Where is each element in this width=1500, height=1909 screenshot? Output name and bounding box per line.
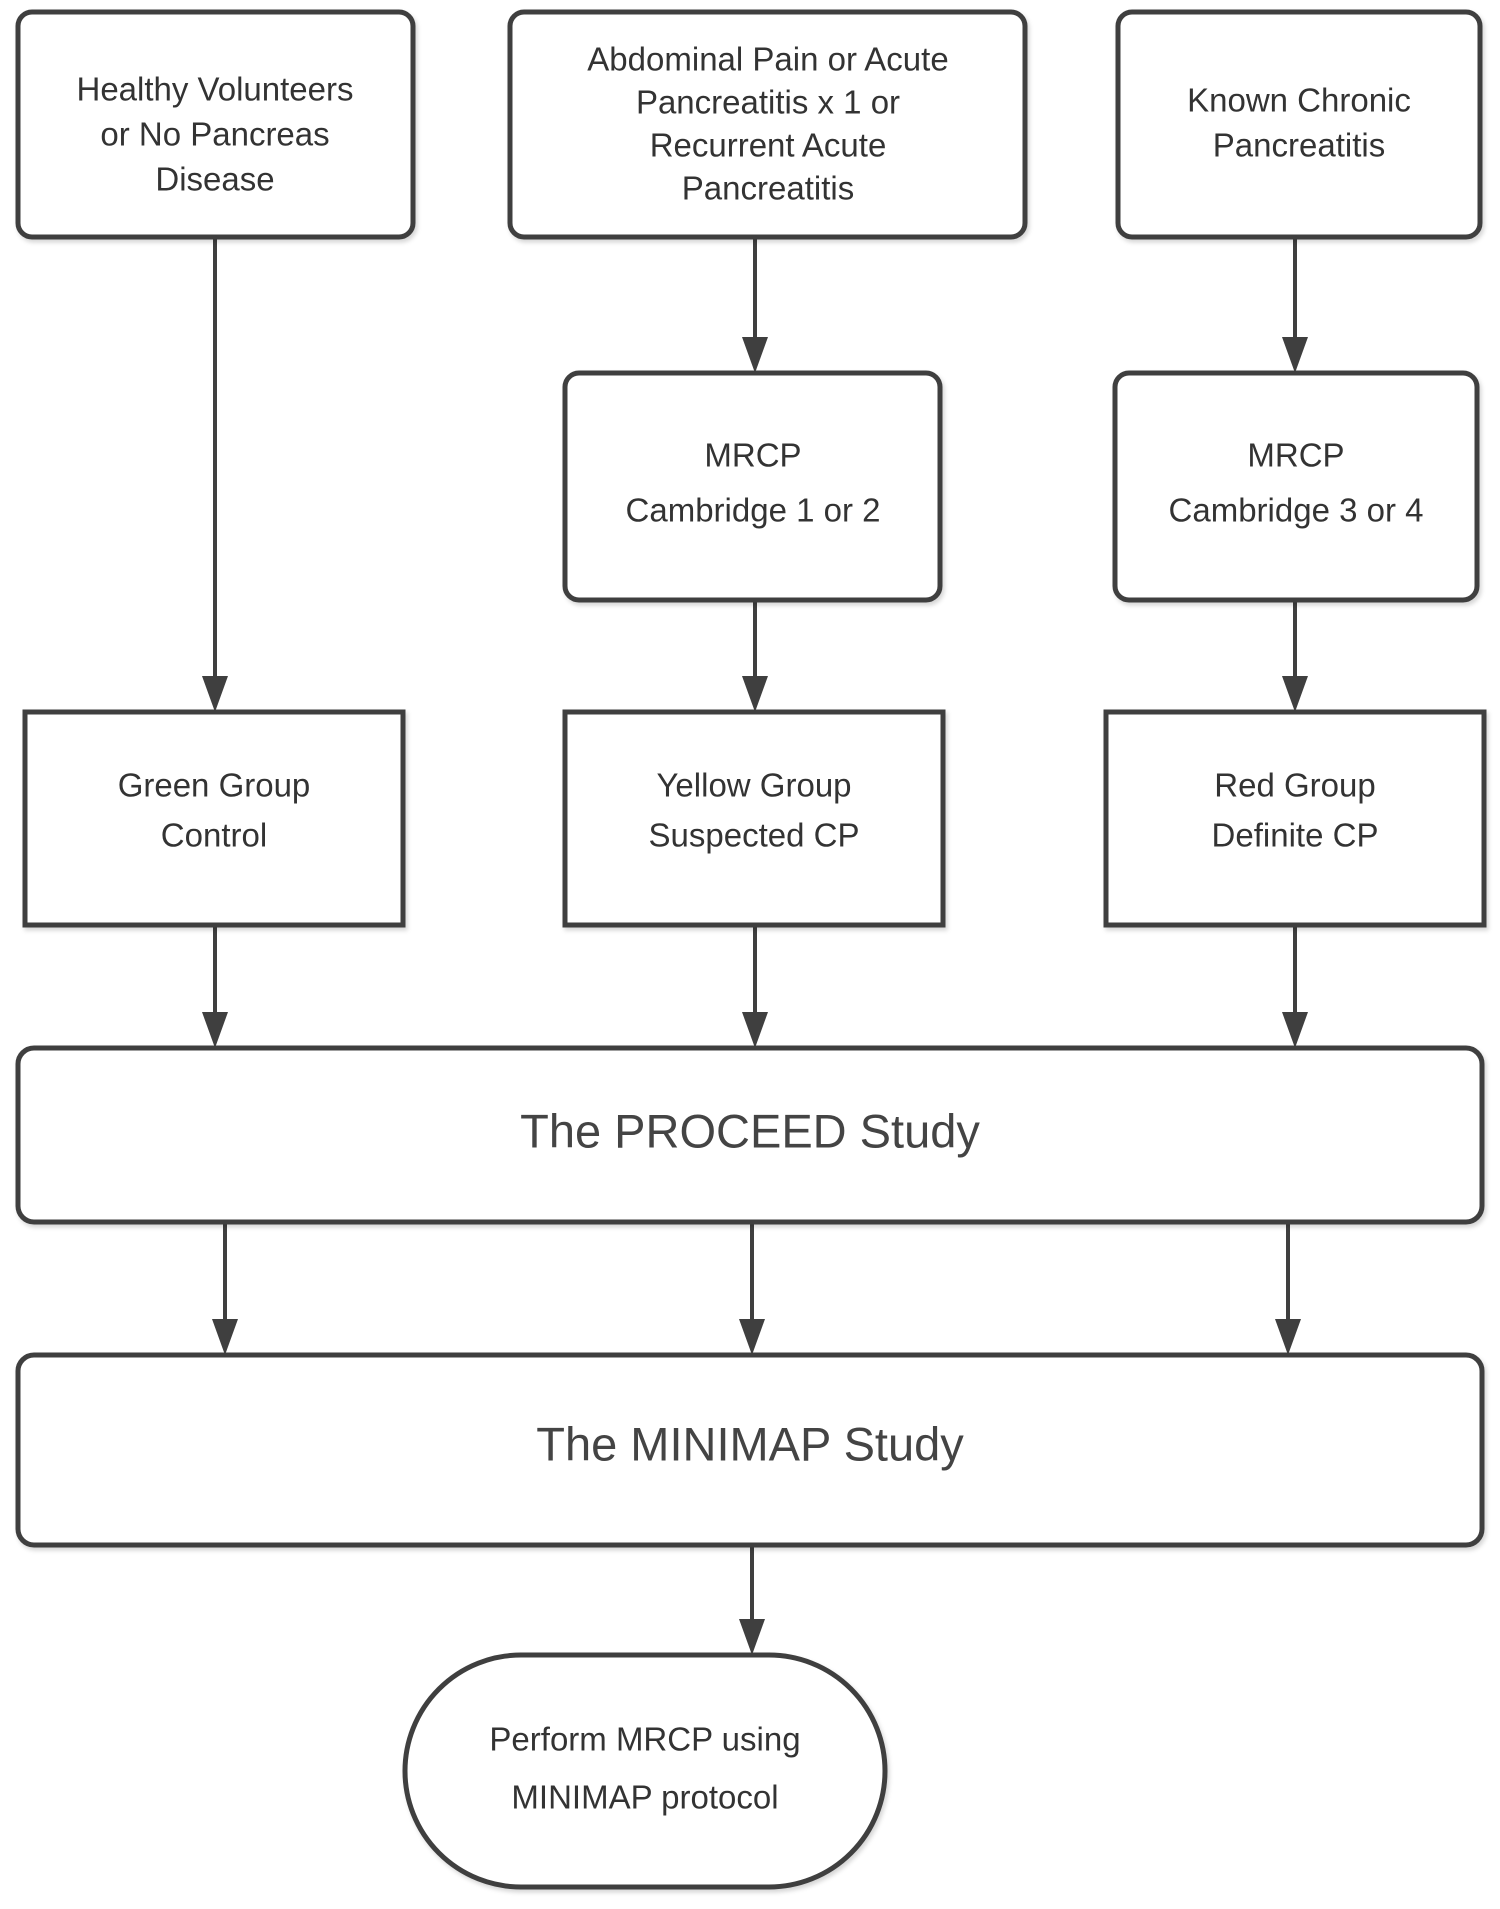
node-minimap-study[interactable]: The MINIMAP Study [15, 1352, 1485, 1548]
node-abdominal-pain[interactable]: Abdominal Pain or Acute Pancreatitis x 1… [507, 9, 1028, 240]
node-yellow-group-line2: Suspected CP [649, 817, 860, 854]
node-yellow-group-shape[interactable] [562, 709, 946, 928]
edge-minimap-to-perform [739, 1545, 765, 1655]
node-minimap-study-shape[interactable] [15, 1352, 1485, 1548]
node-abdominal-pain-line4: Pancreatitis [682, 170, 854, 207]
node-known-chronic-pancreatitis[interactable]: Known Chronic Pancreatitis [1115, 9, 1483, 240]
node-mrcp-cambridge-1-2-line1: MRCP [704, 437, 801, 474]
edge-healthy-to-green [202, 237, 228, 712]
node-healthy-volunteers-line3: Disease [155, 161, 274, 198]
node-known-chronic-pancreatitis-shape[interactable] [1115, 9, 1483, 240]
node-perform-mrcp-line2: MINIMAP protocol [511, 1779, 778, 1816]
edge-red-to-proceed [1282, 925, 1308, 1048]
edge-abdominal-to-mrcp12 [742, 237, 768, 373]
node-mrcp-cambridge-3-4-line2: Cambridge 3 or 4 [1169, 492, 1424, 529]
node-green-group-line1: Green Group [118, 767, 311, 804]
node-green-group-shape[interactable] [22, 709, 406, 928]
node-healthy-volunteers-line1: Healthy Volunteers [76, 71, 353, 108]
node-yellow-group[interactable]: Yellow Group Suspected CP [562, 709, 946, 928]
node-red-group-shape[interactable] [1103, 709, 1487, 928]
node-healthy-volunteers[interactable]: Healthy Volunteers or No Pancreas Diseas… [15, 9, 416, 240]
node-yellow-group-line1: Yellow Group [656, 767, 851, 804]
edge-proceed-to-minimap-center [739, 1222, 765, 1355]
node-known-chronic-pancreatitis-line2: Pancreatitis [1213, 127, 1385, 164]
node-perform-mrcp-shape[interactable] [402, 1652, 888, 1890]
node-mrcp-cambridge-1-2-line2: Cambridge 1 or 2 [626, 492, 881, 529]
node-abdominal-pain-line1: Abdominal Pain or Acute [587, 41, 948, 78]
edge-proceed-to-minimap-left [212, 1222, 238, 1355]
node-minimap-study-label: The MINIMAP Study [536, 1417, 964, 1470]
node-red-group-line2: Definite CP [1212, 817, 1379, 854]
node-mrcp-cambridge-1-2[interactable]: MRCP Cambridge 1 or 2 [562, 370, 943, 603]
node-green-group[interactable]: Green Group Control [22, 709, 406, 928]
node-known-chronic-pancreatitis-line1: Known Chronic [1187, 82, 1411, 119]
node-red-group[interactable]: Red Group Definite CP [1103, 709, 1487, 928]
node-red-group-line1: Red Group [1214, 767, 1375, 804]
node-proceed-study-label: The PROCEED Study [520, 1104, 980, 1157]
node-healthy-volunteers-line2: or No Pancreas [100, 116, 329, 153]
node-proceed-study[interactable]: The PROCEED Study [15, 1045, 1485, 1225]
edge-yellow-to-proceed [742, 925, 768, 1048]
node-mrcp-cambridge-3-4-shape[interactable] [1112, 370, 1480, 603]
edge-layer [202, 237, 1308, 1655]
node-green-group-line2: Control [161, 817, 267, 854]
node-perform-mrcp[interactable]: Perform MRCP using MINIMAP protocol [402, 1652, 888, 1890]
node-mrcp-cambridge-3-4-line1: MRCP [1247, 437, 1344, 474]
edge-mrcp34-to-red [1282, 600, 1308, 712]
node-healthy-volunteers-shape[interactable] [15, 9, 416, 240]
edge-green-to-proceed [202, 925, 228, 1048]
node-abdominal-pain-line2: Pancreatitis x 1 or [636, 84, 900, 121]
node-abdominal-pain-shape[interactable] [507, 9, 1028, 240]
node-mrcp-cambridge-3-4[interactable]: MRCP Cambridge 3 or 4 [1112, 370, 1480, 603]
node-abdominal-pain-line3: Recurrent Acute [650, 127, 887, 164]
edge-mrcp12-to-yellow [742, 600, 768, 712]
edge-proceed-to-minimap-right [1275, 1222, 1301, 1355]
node-proceed-study-shape[interactable] [15, 1045, 1485, 1225]
edge-knowncp-to-mrcp34 [1282, 237, 1308, 373]
node-mrcp-cambridge-1-2-shape[interactable] [562, 370, 943, 603]
node-perform-mrcp-line1: Perform MRCP using [489, 1721, 800, 1758]
